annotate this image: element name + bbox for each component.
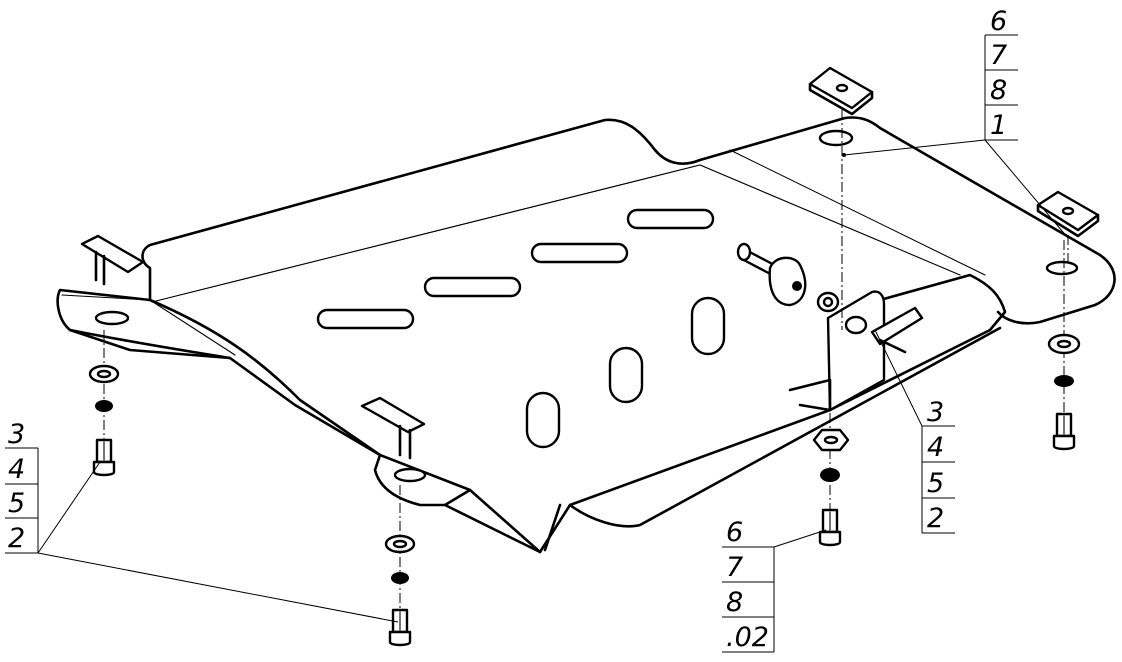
plate-left-wing	[68, 298, 472, 507]
callout-right-center: 3 4 5 2	[874, 329, 955, 534]
leader-line	[984, 139, 1069, 239]
bracket-base	[788, 378, 832, 412]
leader-line	[874, 329, 923, 427]
plate-front-lip	[378, 408, 832, 554]
left-flange-slot	[94, 310, 130, 326]
slot-5	[525, 391, 561, 449]
callout-label: 6	[990, 6, 1007, 37]
bracket-hole	[844, 315, 868, 335]
leader-line	[773, 529, 827, 548]
callout-label: 5	[927, 468, 944, 499]
clip-nut-front	[360, 396, 426, 434]
slot-7	[690, 296, 726, 356]
plate-right-side	[568, 326, 1002, 528]
slot-6	[608, 346, 644, 404]
clip-nut-bracket	[870, 306, 924, 346]
inner-bolt-assembly	[736, 242, 840, 313]
bolt-head	[818, 530, 842, 547]
slot-3	[530, 242, 629, 264]
bolt-head	[92, 460, 116, 477]
clip-nuts	[80, 66, 1100, 460]
callout-label: 4	[927, 432, 944, 463]
callout-label: 2	[927, 503, 944, 534]
callout-label: 6	[726, 517, 743, 548]
callout-label: .02	[726, 622, 769, 653]
lock-washer	[820, 468, 840, 482]
callout-label: 1	[990, 110, 1007, 141]
bolt-head	[1052, 434, 1076, 451]
clip-nut-left	[80, 234, 145, 274]
slot-1	[316, 308, 415, 330]
lock-washer	[95, 400, 113, 412]
leader-line	[843, 139, 986, 156]
lock-washer	[1054, 375, 1074, 387]
leader-line	[37, 552, 399, 623]
plate-front-bevel	[443, 503, 562, 554]
skid-plate	[56, 116, 1116, 554]
right-flange-slot	[1045, 260, 1079, 276]
callout-label: 4	[8, 454, 25, 485]
slot-4	[626, 208, 715, 230]
plate-right-flange	[828, 273, 1007, 412]
fastener-stack-right	[1047, 333, 1081, 451]
rear-right-slot	[818, 129, 854, 147]
callout-label: 7	[726, 552, 743, 583]
callout-label: 8	[726, 587, 743, 618]
bolt-head	[388, 630, 412, 647]
plate-rear-fold	[151, 149, 986, 303]
front-flange-slot	[393, 467, 427, 483]
right-bracket	[826, 290, 886, 412]
plate-rear-edge	[141, 116, 1116, 325]
callout-bottom-center: 6 7 8 .02	[722, 517, 827, 653]
lock-washer	[391, 572, 409, 584]
callout-label: 3	[8, 419, 25, 450]
leader-line	[37, 461, 101, 554]
inner-spacer	[768, 256, 807, 307]
callout-label: 7	[990, 40, 1007, 71]
callout-label: 8	[990, 75, 1007, 106]
callout-label: 5	[8, 488, 25, 519]
plate-slots	[94, 129, 1079, 483]
callout-top-right: 6 7 8 1	[842, 6, 1069, 239]
fastener-stack-front	[384, 534, 416, 647]
callout-label: 3	[927, 397, 944, 428]
inner-bolt-head	[736, 242, 752, 262]
plate-left-flange-fold	[61, 294, 236, 356]
slot-2	[423, 276, 522, 298]
fastener-stack-left	[88, 364, 120, 477]
callout-label: 2	[8, 523, 25, 554]
plate-left-flange	[56, 288, 382, 457]
callout-left: 3 4 5 2	[5, 419, 399, 623]
fastener-stack-center	[812, 428, 850, 547]
